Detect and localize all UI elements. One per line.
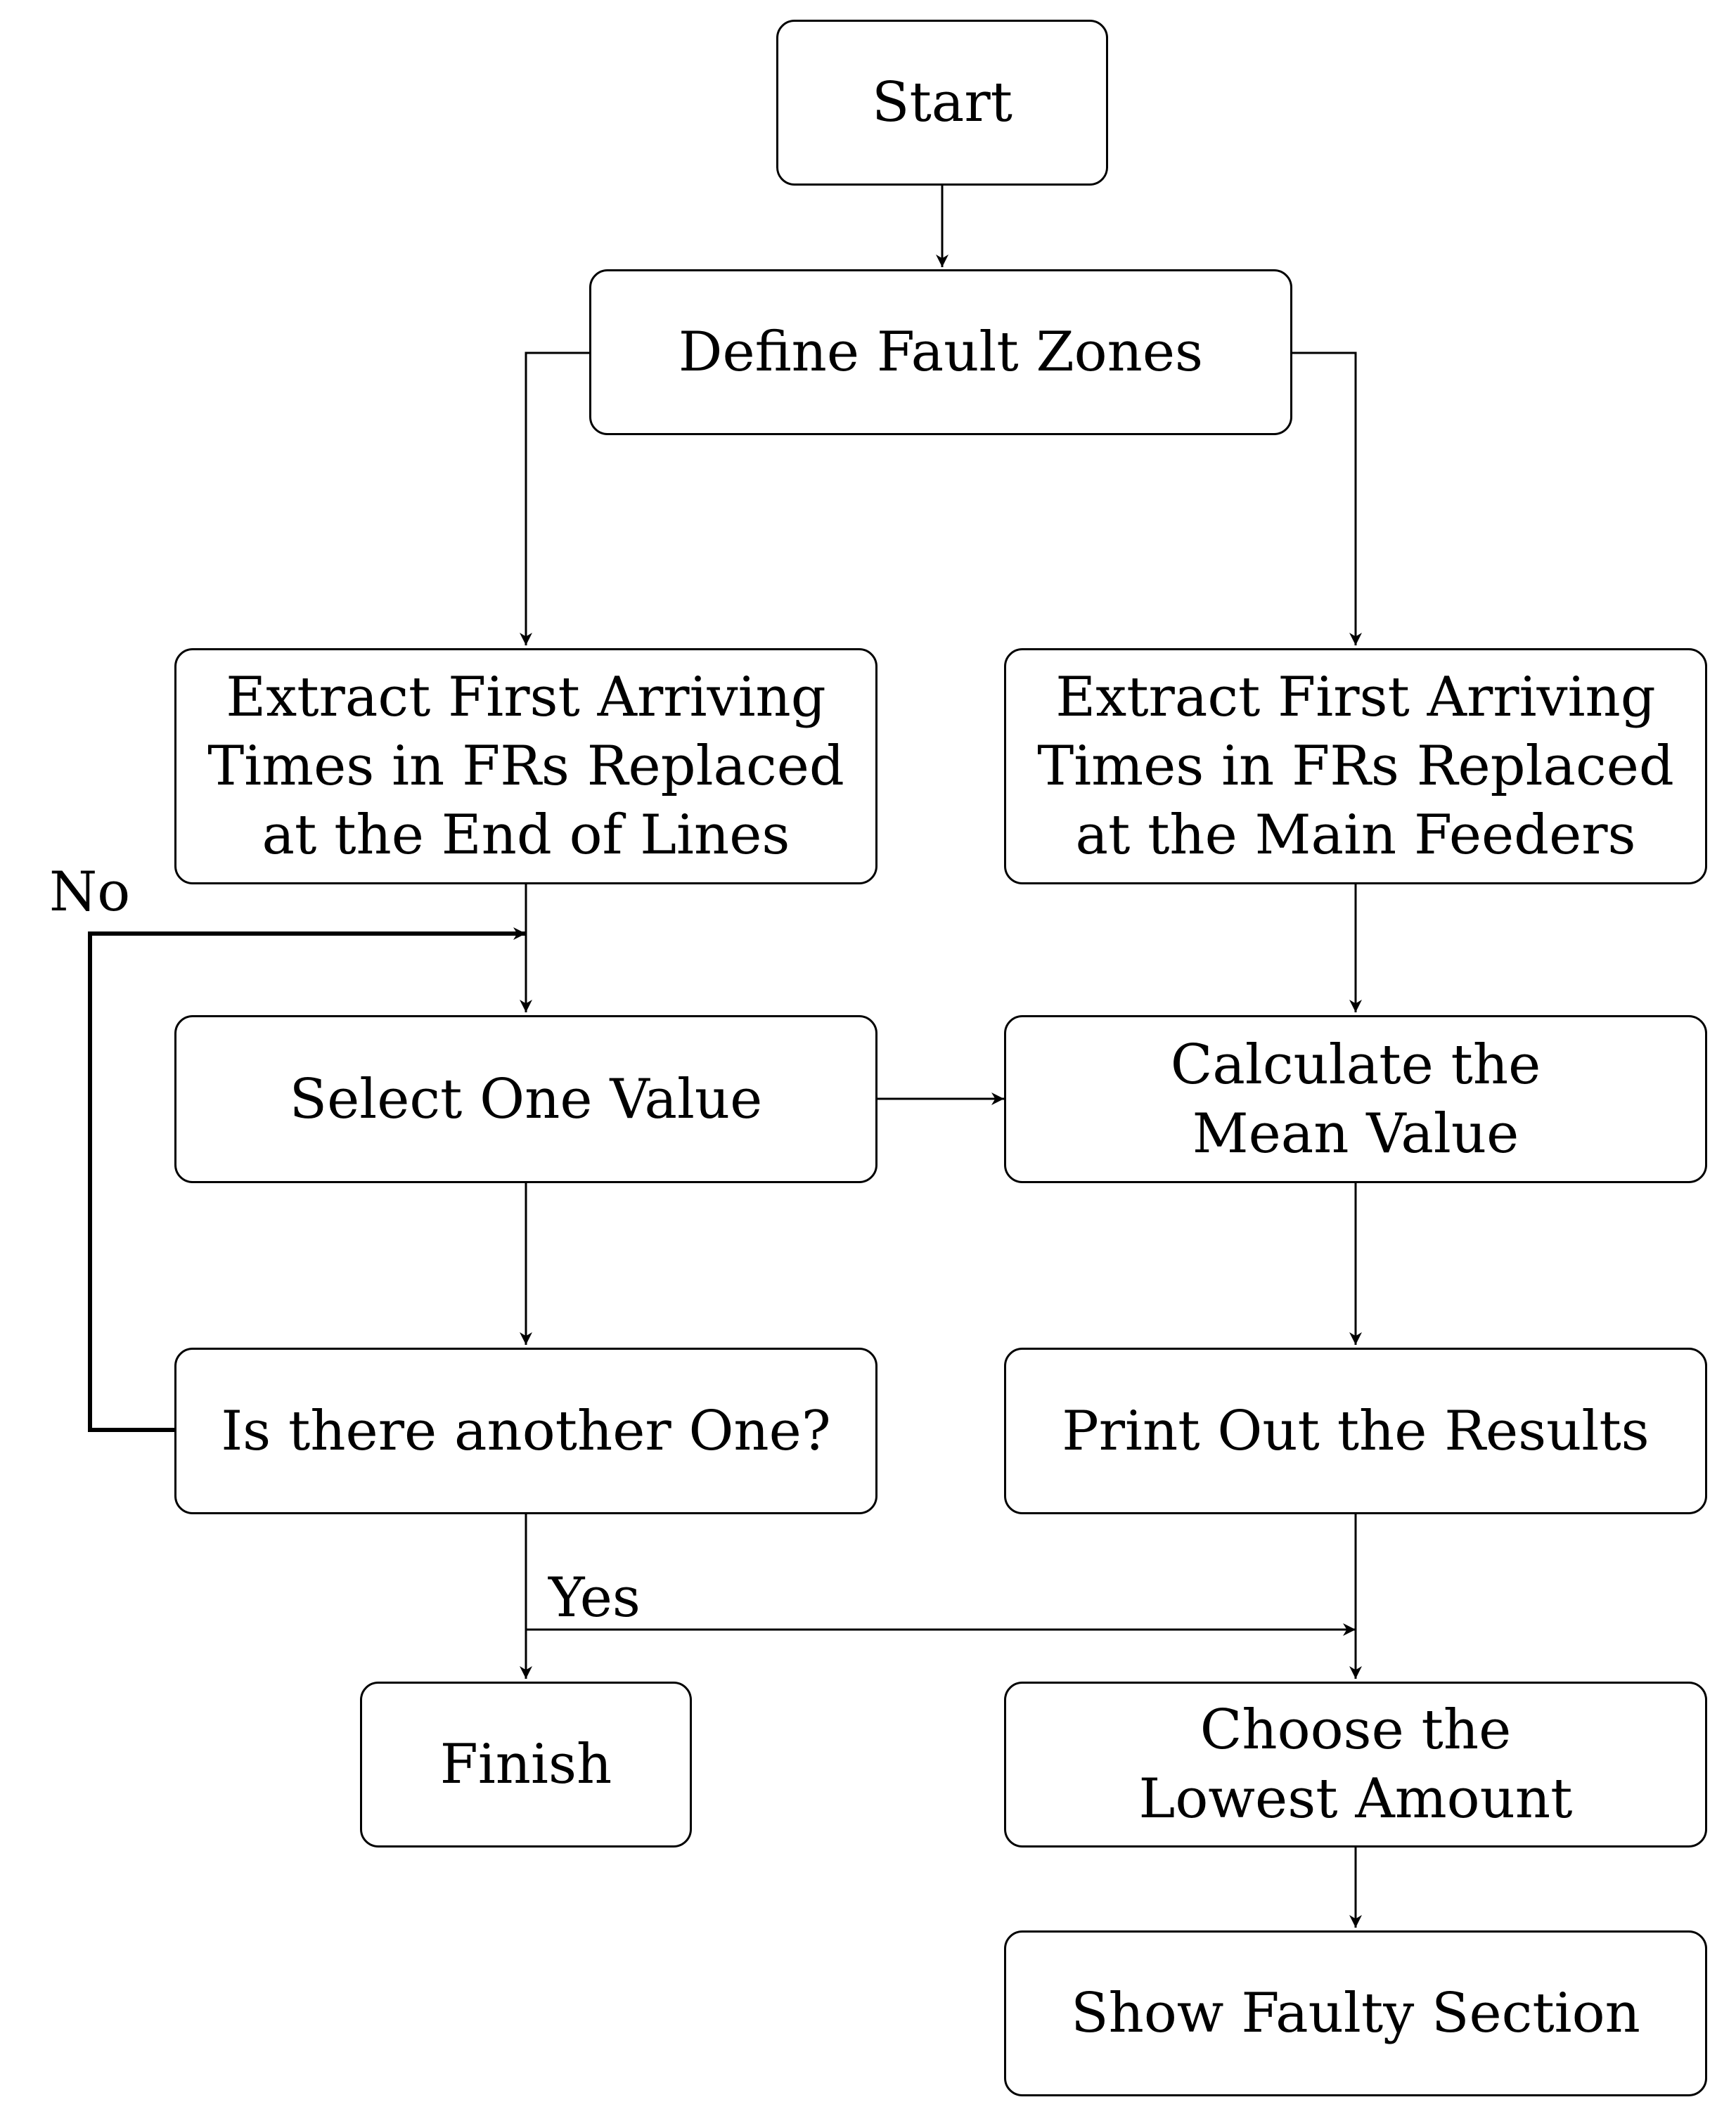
calculate-mean-node: Calculate the Mean Value — [1004, 1015, 1707, 1183]
extract-end-of-lines-node: Extract First Arriving Times in FRs Repl… — [174, 648, 877, 884]
yes-label: Yes — [548, 1566, 641, 1630]
define-fault-zones-node: Define Fault Zones — [589, 269, 1292, 435]
edge-no-loop — [88, 927, 526, 1432]
finish-node: Finish — [360, 1682, 692, 1848]
show-faulty-section-node: Show Faulty Section — [1004, 1930, 1707, 2096]
edge-define-to-extract-main — [1292, 352, 1362, 645]
no-label: No — [49, 860, 131, 924]
another-one-decision-node: Is there another One? — [174, 1348, 877, 1514]
start-node: Start — [776, 20, 1108, 186]
extract-main-feeders-node: Extract First Arriving Times in FRs Repl… — [1004, 648, 1707, 884]
edge-define-to-extract-end — [520, 352, 589, 645]
choose-lowest-node: Choose the Lowest Amount — [1004, 1682, 1707, 1848]
select-one-value-node: Select One Value — [174, 1015, 877, 1183]
print-results-node: Print Out the Results — [1004, 1348, 1707, 1514]
